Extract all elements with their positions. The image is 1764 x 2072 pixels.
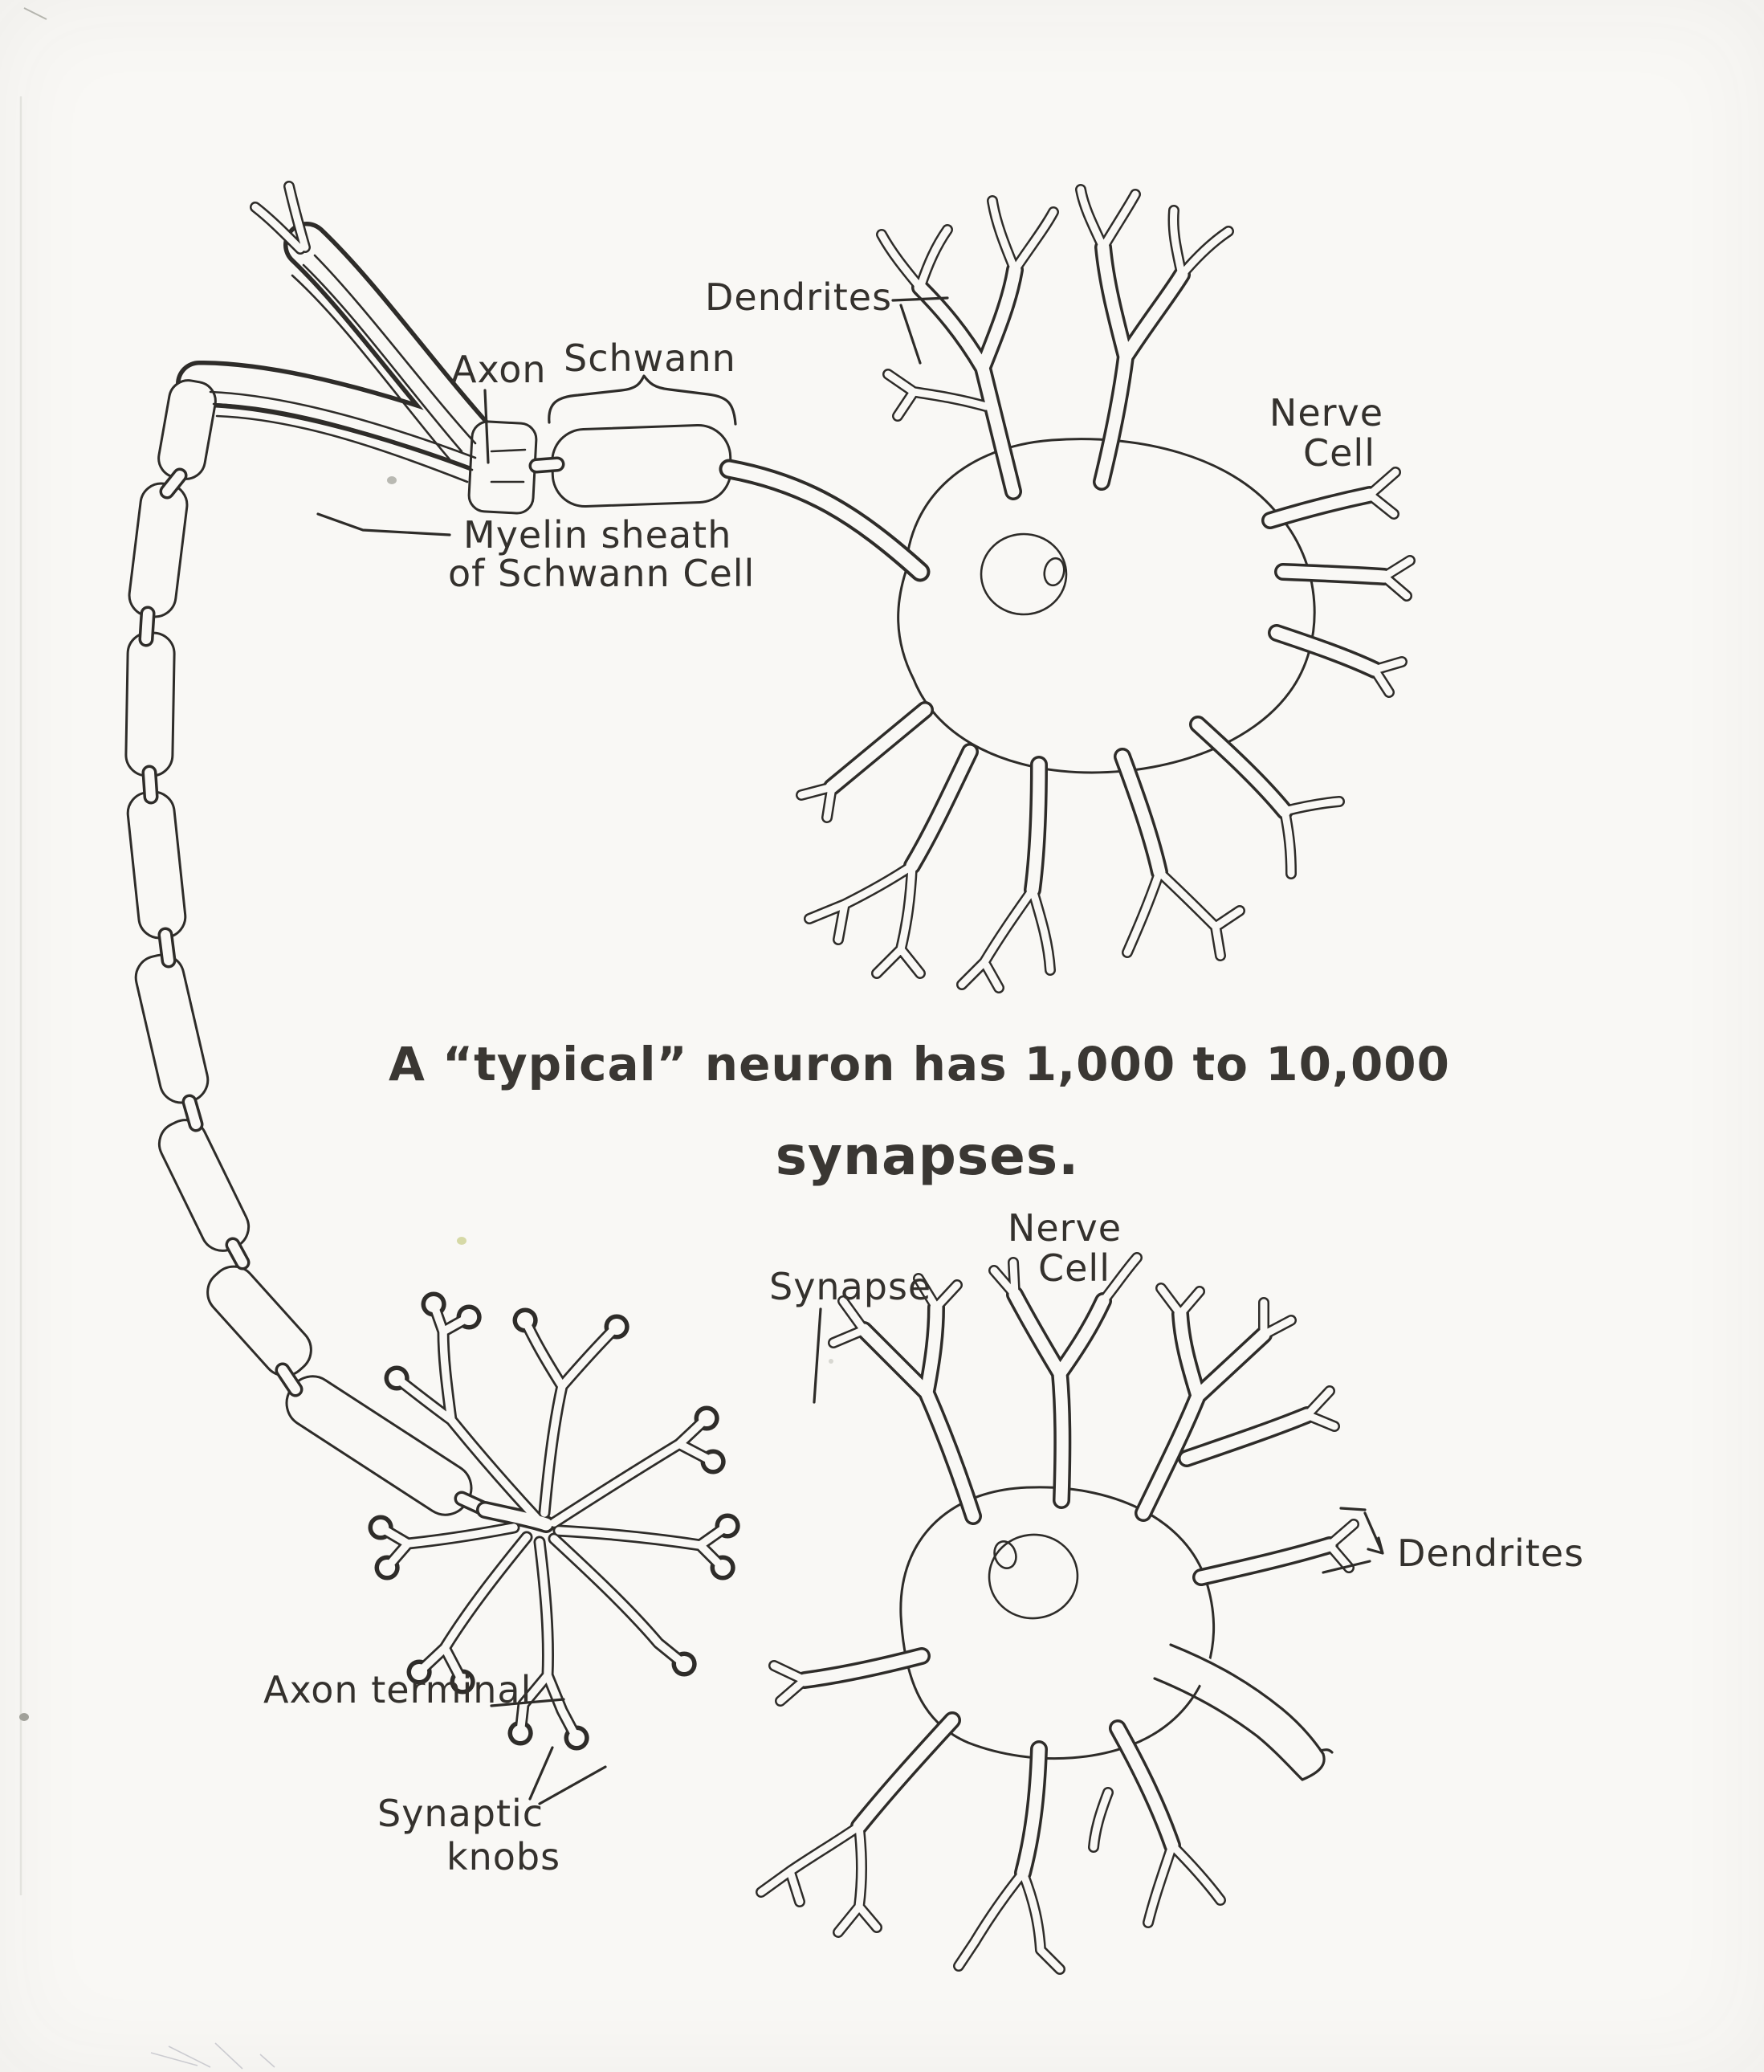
- myelin-segment: [126, 790, 187, 940]
- myelin-segment: [134, 953, 210, 1104]
- lower-axon-opening: [1173, 1646, 1263, 1716]
- scan-mark-corner: [23, 7, 47, 20]
- paper-speck: [829, 1359, 833, 1364]
- paper-speck: [457, 1237, 466, 1245]
- label-nerve-cell-top-line1: Nerve: [1269, 391, 1383, 434]
- leader-synapse: [813, 1307, 822, 1404]
- leader-dendrites-bottom-arrow: [1322, 1507, 1384, 1574]
- lower-dendrite-twigs-inner: [757, 1254, 1358, 1973]
- upper-dendrite-twigs-inner: [797, 186, 1414, 992]
- leader-axon: [483, 389, 490, 464]
- label-axon: Axon: [451, 348, 547, 391]
- axon-tube: [719, 459, 931, 582]
- synaptic-knobs-inner: [373, 1296, 736, 1746]
- cutaway-arms-inner: [180, 226, 499, 469]
- leader-myelin-sheath: [316, 512, 451, 536]
- label-dendrites-top: Dendrites: [705, 275, 892, 319]
- schwann-cell-segment: [551, 424, 732, 508]
- myelin-segment: [206, 1265, 312, 1377]
- lower-nucleolus: [993, 1540, 1017, 1569]
- myelin-segment-chain: [124, 254, 732, 1519]
- caption: A “typical” neuron has 1,000 to 10,000 s…: [389, 1037, 1450, 1187]
- leader-axon-terminal: [490, 1698, 565, 1707]
- lower-dendrite-trunks-inner: [798, 1288, 1336, 1879]
- label-leaders: [316, 296, 1384, 1805]
- label-synaptic-knobs-line2: knobs: [446, 1835, 560, 1878]
- caption-line2: synapses.: [776, 1125, 1079, 1187]
- leaders-synaptic-knobs: [528, 1746, 607, 1805]
- upper-nerve-cell: [796, 184, 1416, 993]
- axon-tube-inner: [722, 462, 927, 579]
- node-connectors: [138, 456, 565, 1519]
- upper-soma: [897, 438, 1316, 774]
- label-myelin-sheath-line1: Myelin sheath: [463, 513, 731, 557]
- label-synapse: Synapse: [769, 1265, 931, 1308]
- upper-nucleus: [980, 532, 1068, 616]
- upper-dendrite-trunks-inner: [825, 241, 1391, 896]
- label-nerve-cell-bottom-line1: Nerve: [1008, 1206, 1122, 1250]
- label-myelin-sheath-line2: of Schwann Cell: [448, 552, 755, 595]
- caption-line1: A “typical” neuron has 1,000 to 10,000: [389, 1037, 1450, 1091]
- axon-terminal-tree: [368, 1291, 740, 1751]
- paper-speck: [19, 1713, 29, 1721]
- node-connectors-inner: [141, 459, 562, 1516]
- axon-line: [719, 459, 931, 582]
- label-synaptic-knobs-line1: Synaptic: [377, 1792, 544, 1835]
- myelin-layer-lines: [209, 254, 527, 483]
- schwann-brace: [548, 374, 737, 426]
- scan-smudge-bottom: [150, 2042, 275, 2070]
- myelin-cutaway: [176, 181, 503, 473]
- text-labels: Dendrites Axon Schwann Nerve Cell Myelin…: [263, 275, 1584, 1878]
- label-dendrites-bottom: Dendrites: [1397, 1532, 1584, 1575]
- cutaway-tip-fork-inner: [251, 182, 309, 253]
- label-nerve-cell-top-line2: Cell: [1303, 431, 1375, 475]
- upper-nucleolus: [1043, 557, 1065, 587]
- label-axon-terminal: Axon terminal: [263, 1668, 532, 1711]
- myelin-segment: [124, 631, 176, 777]
- lower-axon-stub: [1153, 1643, 1334, 1781]
- terminal-limbs-inner: [377, 1300, 731, 1742]
- lower-soma: [899, 1486, 1216, 1760]
- myelin-segment: [157, 379, 217, 480]
- label-nerve-cell-bottom-line2: Cell: [1038, 1246, 1110, 1290]
- terminal-trunk-inner: [479, 1503, 552, 1531]
- leader-dendrites-top: [891, 296, 949, 365]
- myelin-segment: [157, 1119, 251, 1252]
- scan-artifacts: [19, 7, 833, 2070]
- paper-speck: [387, 476, 397, 484]
- myelin-segment: [467, 420, 538, 515]
- label-schwann: Schwann: [564, 336, 736, 380]
- lower-nucleus: [988, 1533, 1079, 1620]
- lower-nerve-cell: [756, 1252, 1359, 1975]
- myelin-segment: [128, 482, 189, 618]
